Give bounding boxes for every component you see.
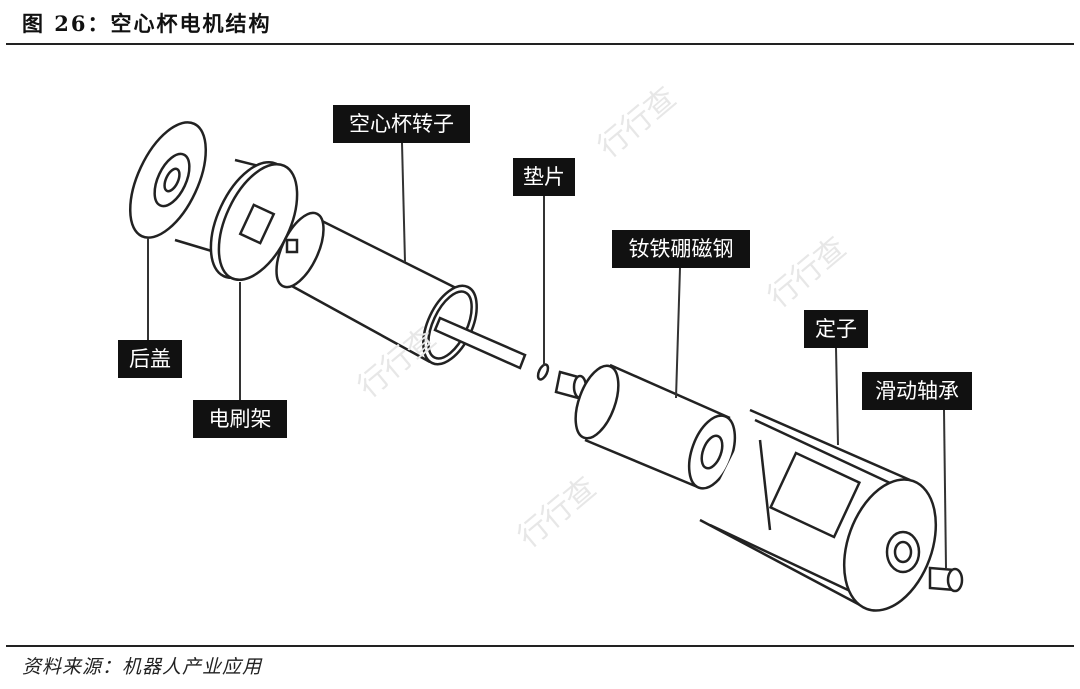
- figure-title: 图 26：空心杯电机结构: [22, 11, 272, 36]
- leader-lines: [147, 142, 947, 569]
- exploded-view-drawing: [128, 121, 964, 612]
- label-rear-cover: 后盖: [118, 340, 182, 378]
- label-washer: 垫片: [513, 158, 575, 196]
- bearing-part: [928, 566, 964, 593]
- brush-holder-part: [174, 158, 299, 282]
- stator-part: [699, 408, 938, 612]
- washer-part: [536, 363, 550, 381]
- label-rotor: 空心杯转子: [333, 105, 470, 143]
- rotor-part: [275, 211, 527, 370]
- rear-cover-part: [128, 121, 208, 239]
- coreless-motor-diagram: 行行查 行行查 行行查 行行查 空心杯转子 垫片 钕铁硼磁钢 定子 滑动轴承 后…: [0, 48, 1080, 643]
- top-rule: [6, 43, 1074, 45]
- bottom-rule: [6, 645, 1074, 647]
- label-brush-holder: 电刷架: [193, 400, 287, 438]
- label-bearing: 滑动轴承: [862, 372, 972, 410]
- label-magnet: 钕铁硼磁钢: [612, 230, 750, 268]
- source-note: 资料来源：机器人产业应用: [22, 656, 263, 678]
- label-stator: 定子: [804, 310, 868, 348]
- magnet-part: [574, 363, 737, 490]
